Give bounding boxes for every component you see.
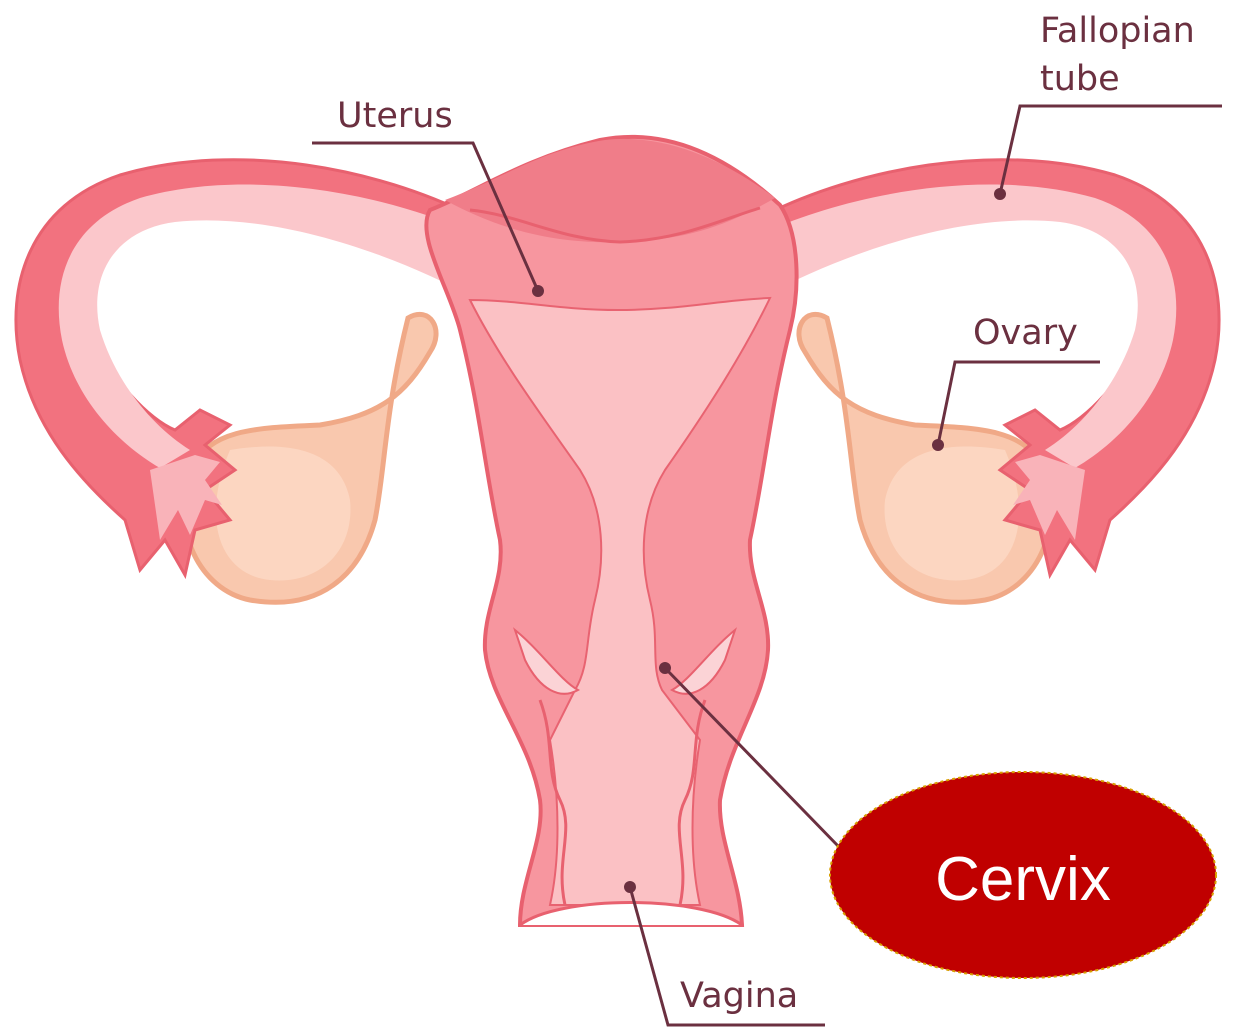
uterus-label: Uterus (337, 96, 453, 136)
cervix-label: Cervix (935, 845, 1111, 914)
fallopian-tube-label-line1: Fallopian (1040, 11, 1195, 51)
cervix-badge: Cervix (830, 772, 1216, 978)
uterus (426, 137, 796, 925)
ovary-label: Ovary (973, 313, 1078, 353)
vagina-label: Vagina (680, 976, 798, 1016)
fallopian-tube-label-line2: tube (1040, 59, 1120, 99)
